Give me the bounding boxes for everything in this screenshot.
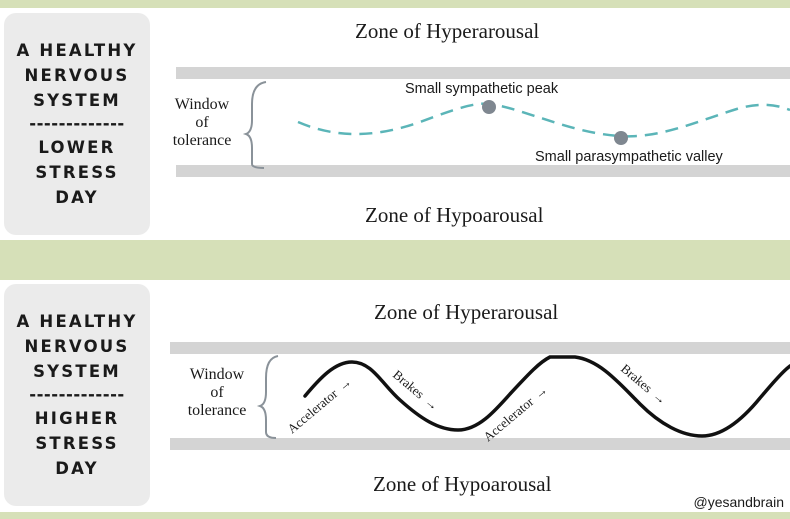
upper-boundary-bar bbox=[170, 342, 790, 354]
window-line: tolerance bbox=[172, 132, 232, 149]
panel-label-box: A HEALTHY NERVOUS SYSTEM ------------- H… bbox=[4, 284, 150, 506]
window-line: tolerance bbox=[187, 402, 247, 419]
window-of-tolerance-label: Window of tolerance bbox=[160, 96, 244, 150]
condition-line: HIGHER bbox=[34, 409, 120, 428]
svg-text:Accelerator: Accelerator bbox=[284, 385, 341, 436]
window-brace bbox=[256, 355, 279, 439]
valley-dot bbox=[614, 131, 628, 145]
lower-boundary-bar bbox=[176, 165, 790, 177]
lower-boundary-bar bbox=[170, 438, 790, 450]
higher-stress-panel: A HEALTHY NERVOUS SYSTEM ------------- H… bbox=[0, 280, 790, 512]
panel-label-box: A HEALTHY NERVOUS SYSTEM ------------- L… bbox=[4, 13, 150, 235]
label-line: A HEALTHY bbox=[16, 41, 138, 60]
segment-label: Brakes → bbox=[390, 367, 442, 414]
zone-hypoarousal-label: Zone of Hypoarousal bbox=[373, 472, 552, 496]
label-divider: ------------- bbox=[29, 385, 125, 404]
window-line: Window bbox=[189, 366, 245, 383]
upper-boundary-bar bbox=[176, 67, 790, 79]
arrow-icon: → bbox=[422, 394, 442, 414]
window-of-tolerance-label: Window of tolerance bbox=[175, 366, 259, 420]
condition-line: STRESS bbox=[35, 163, 119, 182]
label-line: SYSTEM bbox=[33, 362, 121, 381]
label-divider: ------------- bbox=[29, 114, 125, 133]
zone-hyperarousal-label: Zone of Hyperarousal bbox=[355, 19, 540, 43]
top-diagram-svg bbox=[242, 81, 790, 169]
condition-line: LOWER bbox=[38, 138, 116, 157]
bottom-diagram-svg: Accelerator → Brakes → Accelerator → Bra… bbox=[256, 355, 790, 444]
label-line: SYSTEM bbox=[33, 91, 121, 110]
lower-stress-panel: A HEALTHY NERVOUS SYSTEM ------------- L… bbox=[0, 8, 790, 240]
label-line: NERVOUS bbox=[24, 337, 130, 356]
zone-hypoarousal-label: Zone of Hypoarousal bbox=[365, 203, 544, 227]
arrow-icon: → bbox=[335, 374, 355, 394]
window-line: of bbox=[195, 114, 209, 131]
svg-text:Accelerator: Accelerator bbox=[480, 393, 537, 444]
parasympathetic-valley-label: Small parasympathetic valley bbox=[535, 149, 723, 165]
oscillating-wave bbox=[303, 355, 790, 438]
segment-label: Brakes → bbox=[618, 361, 670, 408]
label-line: A HEALTHY bbox=[16, 312, 138, 331]
condition-line: DAY bbox=[55, 188, 99, 207]
window-line: Window bbox=[174, 96, 230, 113]
window-line: of bbox=[210, 384, 224, 401]
segment-label: Accelerator → bbox=[284, 374, 354, 436]
zone-hyperarousal-label: Zone of Hyperarousal bbox=[374, 300, 559, 324]
svg-text:Brakes: Brakes bbox=[618, 361, 655, 396]
peak-dot bbox=[482, 100, 496, 114]
arrow-icon: → bbox=[650, 388, 670, 408]
label-line: NERVOUS bbox=[24, 66, 130, 85]
dashed-wave bbox=[297, 102, 790, 138]
credit-handle: @yesandbrain bbox=[693, 494, 785, 510]
window-brace bbox=[242, 81, 267, 169]
condition-line: DAY bbox=[55, 459, 99, 478]
sympathetic-peak-label: Small sympathetic peak bbox=[405, 81, 559, 97]
condition-line: STRESS bbox=[35, 434, 119, 453]
arrow-icon: → bbox=[531, 382, 551, 402]
